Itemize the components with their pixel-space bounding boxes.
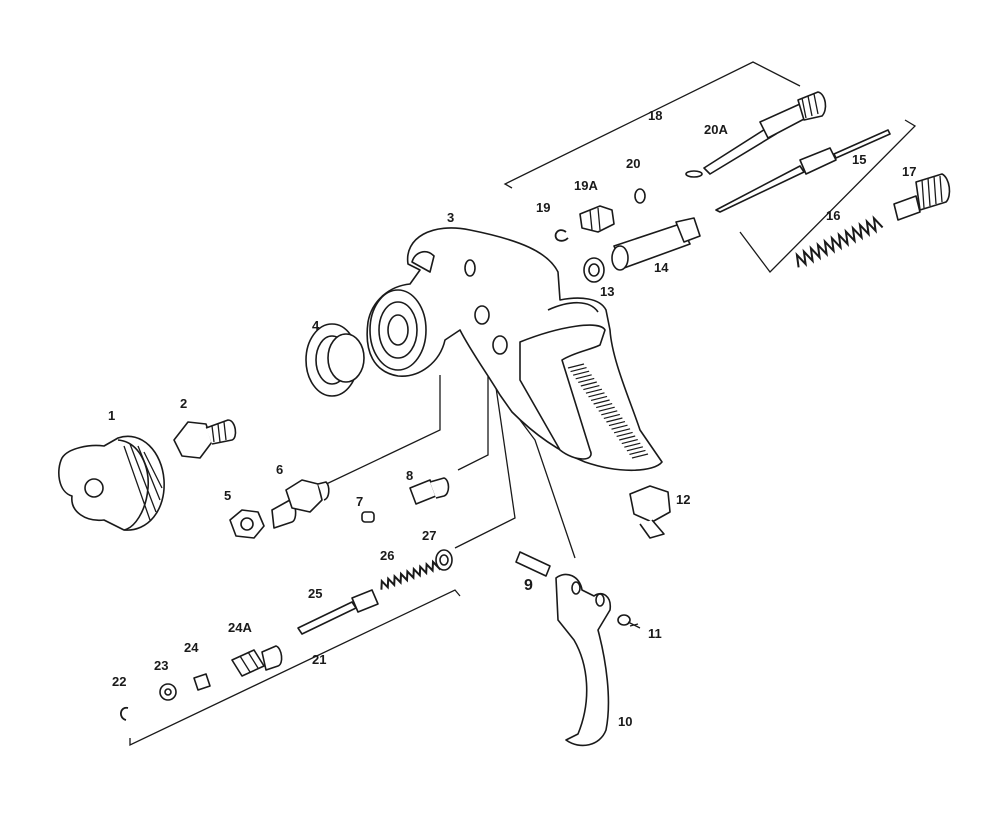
label-part-2: 2 <box>180 396 187 411</box>
screw <box>617 614 641 629</box>
small-washer <box>159 683 177 701</box>
label-part-10: 10 <box>618 714 632 729</box>
label-part-18: 18 <box>648 108 662 123</box>
air-cap <box>58 435 165 531</box>
label-part-4: 4 <box>312 318 320 333</box>
connector <box>409 477 450 505</box>
label-part-27: 27 <box>422 528 436 543</box>
nut <box>229 509 265 539</box>
spring <box>795 215 884 268</box>
seal-washer <box>435 549 453 571</box>
label-part-1: 1 <box>108 408 115 423</box>
air-valve-stem <box>297 589 379 635</box>
label-part-20a: 20A <box>704 122 728 137</box>
washer <box>583 257 605 283</box>
label-part-19: 19 <box>536 200 550 215</box>
label-part-20: 20 <box>626 156 640 171</box>
label-part-14: 14 <box>654 260 669 275</box>
label-part-16: 16 <box>826 208 840 223</box>
air-inlet <box>629 485 671 539</box>
o-ring <box>634 188 646 204</box>
air-fitting <box>271 479 330 529</box>
label-part-15: 15 <box>852 152 866 167</box>
air-valve-spring <box>380 557 447 590</box>
label-part-26: 26 <box>380 548 394 563</box>
grip-texture <box>567 363 649 459</box>
gun-body <box>366 227 663 472</box>
label-part-24: 24 <box>184 640 199 655</box>
group-15-17-bracket <box>739 119 917 273</box>
packing-housing <box>231 645 283 677</box>
leader-10 <box>519 419 576 559</box>
label-part-19a: 19A <box>574 178 598 193</box>
label-part-7: 7 <box>356 494 363 509</box>
adjustment-knob <box>893 173 951 221</box>
needle-housing <box>611 217 701 271</box>
fluid-needle <box>715 129 891 213</box>
label-part-13: 13 <box>600 284 614 299</box>
circlip <box>554 229 569 242</box>
baffle-ring <box>305 323 365 397</box>
trigger-pin <box>515 551 551 577</box>
fan-adjust-valve <box>685 91 827 178</box>
label-part-3: 3 <box>447 210 454 225</box>
label-part-23: 23 <box>154 658 168 673</box>
group-21-bracket <box>129 589 461 747</box>
fluid-nozzle <box>173 419 237 459</box>
label-part-24a: 24A <box>228 620 252 635</box>
label-part-6: 6 <box>276 462 283 477</box>
label-part-17: 17 <box>902 164 916 179</box>
packing-nut <box>193 673 211 691</box>
valve-body <box>579 205 615 233</box>
label-part-9: 9 <box>524 577 533 594</box>
group-18-bracket <box>503 61 801 189</box>
trigger <box>555 573 612 747</box>
small-plug <box>361 511 375 523</box>
c-clip <box>120 706 129 721</box>
label-part-21: 21 <box>312 652 326 667</box>
label-part-22: 22 <box>112 674 126 689</box>
leader-6 <box>319 375 441 488</box>
label-part-8: 8 <box>406 468 413 483</box>
label-part-5: 5 <box>224 488 231 503</box>
label-part-11: 11 <box>648 626 662 641</box>
label-part-12: 12 <box>676 492 690 507</box>
label-part-25: 25 <box>308 586 322 601</box>
leader-27 <box>454 359 516 549</box>
leader-8 <box>457 360 489 471</box>
